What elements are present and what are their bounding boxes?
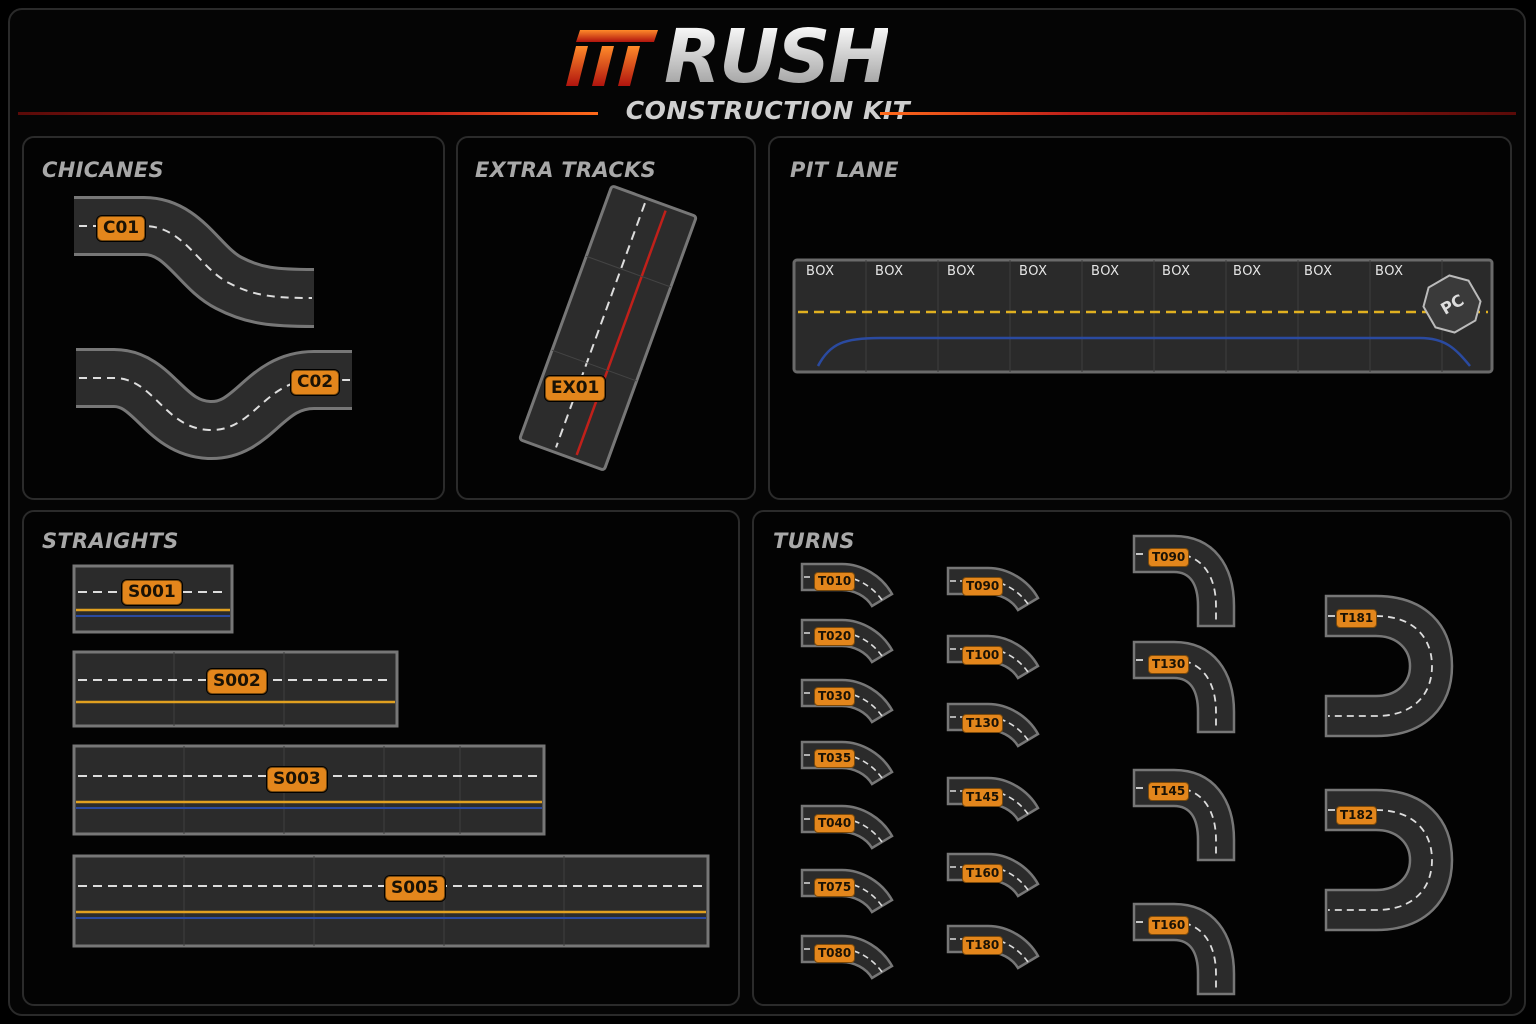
- turn-label: T040: [814, 814, 856, 833]
- panel-chicanes: CHICANES C01 C02: [22, 136, 445, 500]
- extra-track-piece[interactable]: [458, 138, 754, 498]
- turn-label: T160: [962, 864, 1004, 883]
- pit-box-label: BOX: [1162, 264, 1191, 279]
- chicane-label-c02: C02: [291, 370, 340, 395]
- panel-pit-lane: PIT LANE PC BOX BOX BOX BOX BOX BOX BOX …: [768, 136, 1512, 500]
- turn-label: T030: [814, 687, 856, 706]
- pit-box-label: BOX: [1304, 264, 1333, 279]
- logo-text: RUSH: [664, 14, 890, 100]
- turn-label: T020: [814, 627, 856, 646]
- panel-title-pit-lane: PIT LANE: [790, 158, 899, 182]
- turn-label: T075: [814, 878, 856, 897]
- turn-label: T080: [814, 944, 856, 963]
- turn-label: T090: [962, 577, 1004, 596]
- panel-title-straights: STRAIGHTS: [42, 529, 179, 553]
- turn-label: T090: [1148, 548, 1190, 567]
- panel-title-turns: TURNS: [773, 529, 855, 553]
- panel-straights: STRAIGHTS S001 S002 S0: [22, 510, 740, 1006]
- extra-label-ex01: EX01: [545, 376, 606, 401]
- pit-box-label: BOX: [1233, 264, 1262, 279]
- straight-s005[interactable]: [72, 854, 710, 948]
- pit-control-icon: PC: [1422, 274, 1482, 334]
- panel-title-extra-tracks: EXTRA TRACKS: [475, 158, 657, 182]
- pit-box-label: BOX: [1019, 264, 1048, 279]
- turn-label: T145: [1148, 782, 1190, 801]
- chicane-pieces: [74, 196, 352, 460]
- turn-label: T181: [1336, 609, 1378, 628]
- panel-extra-tracks: EXTRA TRACKS EX01: [456, 136, 756, 500]
- chicane-label-c01: C01: [97, 216, 146, 241]
- panel-title-chicanes: CHICANES: [42, 158, 164, 182]
- pit-box-label: BOX: [875, 264, 904, 279]
- chicane-c01[interactable]: [74, 196, 315, 328]
- turn-label: T160: [1148, 916, 1190, 935]
- rush-logo: RUSH: [566, 14, 890, 100]
- straight-label-s002: S002: [207, 669, 267, 694]
- logo-mark-icon: [566, 30, 658, 86]
- turn-label: T010: [814, 572, 856, 591]
- turn-label: T182: [1336, 806, 1378, 825]
- pit-box-label: BOX: [1375, 264, 1404, 279]
- turn-col2: [946, 566, 1040, 970]
- header-rule-right: [880, 112, 1516, 115]
- turn-label: T145: [962, 788, 1004, 807]
- pit-box-label: BOX: [1091, 264, 1120, 279]
- pit-box-label: BOX: [806, 264, 835, 279]
- chicane-c02[interactable]: [76, 348, 352, 460]
- straight-label-s005: S005: [385, 876, 445, 901]
- turn-label: T035: [814, 749, 856, 768]
- straight-label-s003: S003: [267, 767, 327, 792]
- straight-label-s001: S001: [122, 580, 182, 605]
- panel-turns: TURNS: [752, 510, 1512, 1006]
- turn-label: T180: [962, 936, 1004, 955]
- turn-label: T100: [962, 646, 1004, 665]
- turn-col4: [1324, 594, 1454, 932]
- pit-box-label: BOX: [947, 264, 976, 279]
- turn-pieces: [800, 534, 1454, 996]
- header-rule-left: [18, 112, 598, 115]
- turn-label: T130: [962, 714, 1004, 733]
- page-subtitle: CONSTRUCTION KIT: [625, 96, 911, 125]
- turn-label: T130: [1148, 655, 1190, 674]
- pit-lane-piece[interactable]: PC: [770, 138, 1510, 498]
